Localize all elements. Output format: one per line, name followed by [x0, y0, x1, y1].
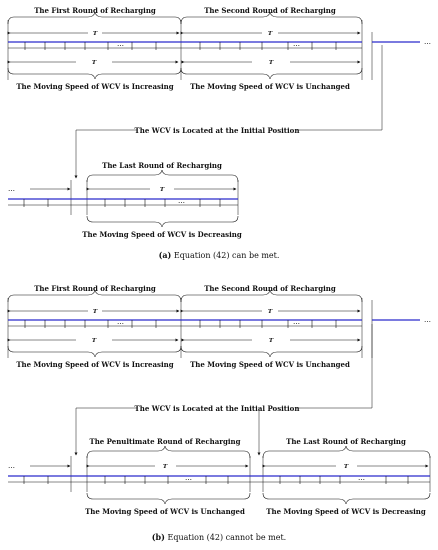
panel-b-speed-increasing: The Moving Speed of WCV is Increasing — [16, 360, 173, 369]
panel-b-increasing-brace — [7, 345, 182, 358]
panel-a-connector-right — [296, 45, 383, 131]
panel-b-caption: (b) Equation (42) cannot be met. — [152, 532, 286, 542]
panel-b-ta12-label: T — [92, 338, 97, 344]
panel-a-round2-ticks — [199, 42, 337, 50]
panel-b-period-label-2: T — [268, 309, 273, 315]
panel-b-unchanged-brace — [180, 345, 363, 358]
panel-a-ellipsis-2: … — [293, 40, 300, 48]
panel-b-last-ellipsis: … — [358, 474, 365, 482]
panel-a-last-title: The Last Round of Recharging — [102, 161, 222, 170]
panel-b-round2-brace — [180, 289, 363, 303]
panel-a-increasing-brace — [7, 67, 182, 80]
panel-a: The First Round of Recharging The Second… — [7, 6, 431, 260]
panel-b-connector-left — [74, 407, 137, 456]
panel-a-ta12-label: T — [92, 60, 97, 66]
panel-a-ellipsis-1: … — [117, 40, 124, 48]
panel-b-round1-brace — [7, 289, 182, 303]
panel-b-ta23-label: T — [269, 338, 274, 344]
panel-a-last-ellipsis: … — [178, 197, 185, 205]
panel-a-last-period-label: T — [160, 187, 165, 193]
panel-b-speed-unchanged: The Moving Speed of WCV is Unchanged — [190, 360, 350, 369]
panel-a-ta23-label: T — [269, 60, 274, 66]
panel-a-speed-increasing: The Moving Speed of WCV is Increasing — [16, 82, 173, 91]
panel-a-last-brace — [86, 169, 239, 183]
panel-b-pen-period-label: T — [163, 464, 168, 470]
panel-a-decreasing-brace — [86, 215, 239, 228]
panel-b-unchanged2-brace — [86, 492, 251, 505]
panel-b-caption-text: Equation (42) cannot be met. — [165, 533, 286, 542]
panel-b-decreasing-brace — [262, 492, 431, 505]
panel-a-ellipsis-right: … — [424, 38, 431, 46]
panel-b-round2-title: The Second Round of Recharging — [204, 284, 336, 293]
panel-a-connector-left — [74, 129, 137, 179]
panel-b-ellipsis-1: … — [117, 318, 124, 326]
panel-a-caption-letter: (a) — [159, 250, 172, 260]
panel-b-last-period-label: T — [344, 464, 349, 470]
panel-a-round2-brace — [180, 11, 363, 25]
panel-a-speed-unchanged: The Moving Speed of WCV is Unchanged — [190, 82, 350, 91]
panel-b-last-title: The Last Round of Recharging — [286, 437, 406, 446]
panel-b-pen-ellipsis: … — [185, 474, 192, 482]
panel-b-connector-right — [296, 300, 373, 409]
panel-a-caption: (a) Equation (42) can be met. — [159, 250, 280, 260]
panel-a-round1-brace — [7, 11, 182, 25]
panel-b-round1-ticks — [24, 320, 157, 328]
panel-b-penultimate-title: The Penultimate Round of Recharging — [89, 437, 240, 446]
panel-a-last-ellipsis-left: … — [8, 185, 15, 193]
panel-b-low-ticks — [23, 476, 409, 484]
panel-b-ellipsis-right: … — [424, 316, 431, 324]
panel-b-period-label-1: T — [93, 309, 98, 315]
panel-a-caption-text: Equation (42) can be met. — [171, 251, 279, 260]
panel-b-low-ellipsis-left: … — [8, 462, 15, 470]
panel-a-round1-ticks — [24, 42, 157, 50]
panel-b-ellipsis-2: … — [293, 318, 300, 326]
panel-b-last-brace — [262, 445, 431, 459]
panel-a-period-label-1: T — [93, 31, 98, 37]
panel-b-round1-title: The First Round of Recharging — [34, 284, 156, 293]
panel-a-speed-decreasing: The Moving Speed of WCV is Decreasing — [82, 230, 242, 239]
panel-b-initial-position: The WCV is Located at the Initial Positi… — [135, 404, 300, 413]
panel-b-speed-decreasing: The Moving Speed of WCV is Decreasing — [266, 507, 426, 516]
panel-a-round2-title: The Second Round of Recharging — [204, 6, 336, 15]
panel-b-penultimate-brace — [86, 445, 251, 459]
panel-b-caption-letter: (b) — [152, 532, 165, 542]
panel-a-initial-position: The WCV is Located at the Initial Positi… — [135, 126, 300, 135]
panel-b-round2-ticks — [199, 320, 337, 328]
panel-b-speed-unchanged2: The Moving Speed of WCV is Unchanged — [85, 507, 245, 516]
panel-a-unchanged-brace — [180, 67, 363, 80]
panel-b: The First Round of Recharging The Second… — [7, 284, 431, 542]
panel-a-period-label-2: T — [268, 31, 273, 37]
panel-a-round1-title: The First Round of Recharging — [34, 6, 156, 15]
panel-a-last-ticks — [23, 199, 221, 207]
